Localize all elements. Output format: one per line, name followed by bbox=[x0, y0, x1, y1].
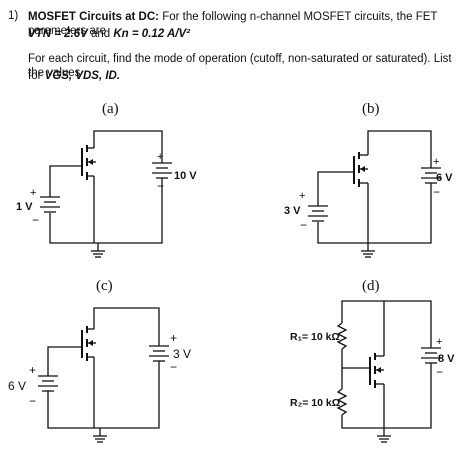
circuit-c: (c) + − 3 V + − 6 V bbox=[8, 278, 191, 443]
circuit-c-vgs-plus: + bbox=[29, 363, 36, 377]
and-text: and bbox=[90, 28, 111, 40]
circuit-d-label: (d) bbox=[362, 278, 380, 294]
circuit-d-vdd-plus: + bbox=[436, 336, 442, 348]
circuit-a: (a) + − 10 V bbox=[16, 101, 197, 258]
question-line-2: VTN = 2.6V and Kn = 0.12 A/V² bbox=[28, 27, 468, 41]
instruction-text: For each circuit, find the mode of opera… bbox=[28, 53, 452, 79]
list-variables: VGS, VDS, ID. bbox=[44, 70, 121, 82]
circuit-a-vgs-minus: − bbox=[32, 213, 39, 227]
circuit-c-vdd-minus: − bbox=[170, 360, 177, 374]
circuit-b-vdd-minus: − bbox=[433, 185, 440, 199]
circuit-d-r1-value: R₁= 10 kΩ bbox=[290, 331, 340, 343]
kn-parameter: Kn = 0.12 A/V² bbox=[113, 28, 190, 40]
circuit-c-vdd-plus: + bbox=[170, 331, 177, 345]
question-line-1: MOSFET Circuits at DC: For the following… bbox=[28, 10, 468, 38]
question-line-4: for VGS, VDS, ID. bbox=[28, 69, 468, 83]
circuit-b-vdd-value: 6 V bbox=[436, 172, 453, 184]
circuit-a-vgs-value: 1 V bbox=[16, 201, 33, 213]
circuit-c-label: (c) bbox=[96, 278, 113, 294]
circuit-a-vdd-minus: − bbox=[157, 179, 164, 193]
circuit-a-vdd-value: 10 V bbox=[174, 170, 197, 182]
circuit-d-vdd-minus: − bbox=[436, 365, 443, 379]
circuit-c-vgs-minus: − bbox=[29, 394, 36, 408]
question-number: 1) bbox=[8, 10, 19, 22]
circuit-c-vdd-value: 3 V bbox=[173, 347, 191, 361]
circuit-a-label: (a) bbox=[102, 101, 119, 117]
circuit-b: (b) + − 6 V + − 3 V bbox=[284, 101, 453, 258]
circuit-b-vgs-value: 3 V bbox=[284, 205, 301, 217]
circuit-a-vdd-plus: + bbox=[157, 151, 163, 163]
circuit-d: (d) + − 8 V R₁= 10 bbox=[290, 278, 455, 443]
circuit-d-r2-value: R₂= 10 kΩ bbox=[290, 397, 340, 409]
circuit-b-label: (b) bbox=[362, 101, 380, 117]
vtn-parameter: VTN = 2.6V bbox=[28, 28, 88, 40]
circuit-b-vdd-plus: + bbox=[433, 156, 439, 168]
question-intro: For the following n-channel MOSFET circu… bbox=[28, 11, 438, 37]
circuit-a-vgs-plus: + bbox=[30, 187, 36, 199]
circuit-b-vgs-plus: + bbox=[299, 190, 305, 202]
circuit-b-vgs-minus: − bbox=[300, 218, 307, 232]
circuit-d-vdd-value: 8 V bbox=[438, 353, 455, 365]
question-title: MOSFET Circuits at DC: bbox=[28, 11, 159, 23]
circuit-a-vdd-battery bbox=[152, 162, 172, 179]
for-text: for bbox=[28, 70, 42, 82]
circuit-c-vgs-value: 6 V bbox=[8, 379, 26, 393]
